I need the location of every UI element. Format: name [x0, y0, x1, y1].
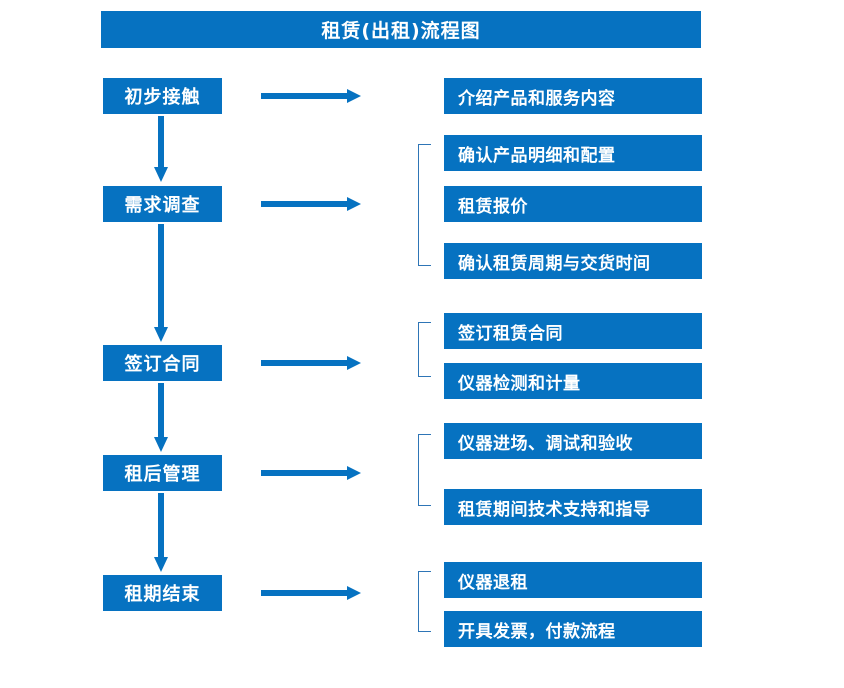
horizontal-arrow-3: [261, 356, 361, 370]
horizontal-arrow-2: [261, 197, 361, 211]
vertical-arrow-3: [154, 383, 168, 452]
vertical-arrow-1: [154, 116, 168, 182]
vertical-arrow-2: [154, 224, 168, 342]
detail-box-confirm-rental-period[interactable]: 确认租赁周期与交货时间: [444, 243, 702, 279]
stage-box-post-rental-management[interactable]: 租后管理: [103, 455, 222, 491]
group-bracket-2: [418, 144, 431, 266]
vertical-arrow-4: [154, 493, 168, 572]
stage-box-sign-contract[interactable]: 签订合同: [103, 345, 222, 381]
detail-box-confirm-product-details[interactable]: 确认产品明细和配置: [444, 135, 702, 171]
horizontal-arrow-4: [261, 466, 361, 480]
stage-box-initial-contact[interactable]: 初步接触: [103, 78, 222, 114]
detail-box-invoice-payment[interactable]: 开具发票，付款流程: [444, 611, 702, 647]
group-bracket-4: [418, 434, 431, 506]
horizontal-arrow-1: [261, 89, 361, 103]
stage-box-requirement-survey[interactable]: 需求调查: [103, 186, 222, 222]
group-bracket-3: [418, 322, 431, 377]
detail-box-instrument-return[interactable]: 仪器退租: [444, 562, 702, 598]
detail-box-technical-support[interactable]: 租赁期间技术支持和指导: [444, 489, 702, 525]
group-bracket-5: [418, 571, 431, 632]
detail-box-rental-quotation[interactable]: 租赁报价: [444, 186, 702, 222]
stage-box-rental-end[interactable]: 租期结束: [103, 575, 222, 611]
diagram-title: 租赁(出租)流程图: [101, 11, 701, 48]
detail-box-introduce-products[interactable]: 介绍产品和服务内容: [444, 78, 702, 114]
detail-box-instrument-installation[interactable]: 仪器进场、调试和验收: [444, 423, 702, 459]
horizontal-arrow-5: [261, 586, 361, 600]
detail-box-sign-rental-contract[interactable]: 签订租赁合同: [444, 313, 702, 349]
detail-box-instrument-inspection[interactable]: 仪器检测和计量: [444, 363, 702, 399]
